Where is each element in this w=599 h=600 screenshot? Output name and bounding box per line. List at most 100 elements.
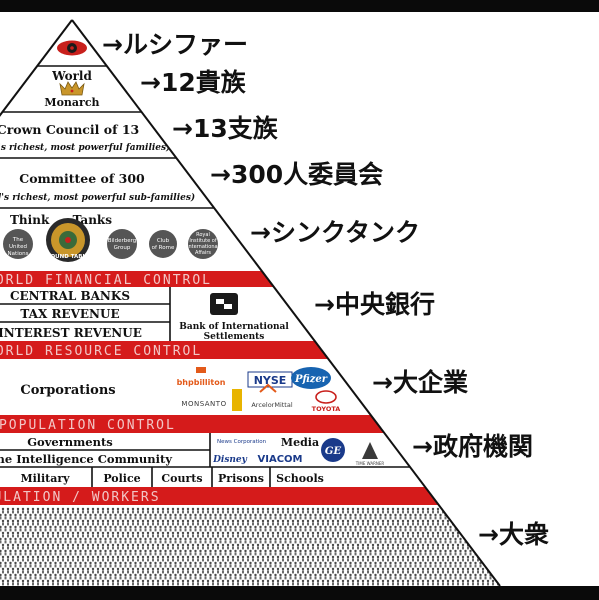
crowd-figure-body bbox=[27, 546, 29, 550]
crowd-figure-head bbox=[64, 537, 67, 541]
crowd-figure-head bbox=[246, 519, 250, 523]
crowd-figure-head bbox=[129, 525, 132, 529]
crowd-figure-head bbox=[34, 549, 37, 553]
crowd-figure-head bbox=[424, 561, 427, 565]
crowd-figure-head bbox=[384, 561, 387, 565]
crowd-figure-body bbox=[152, 570, 154, 574]
crowd-figure-body bbox=[54, 552, 57, 556]
crowd-figure-body bbox=[264, 528, 267, 532]
crowd-figure-body bbox=[334, 540, 337, 544]
crowd-figure-body bbox=[42, 522, 44, 526]
crowd-figure-body bbox=[377, 534, 379, 538]
crowd-figure-body bbox=[364, 516, 367, 520]
crowd-figure-body bbox=[242, 582, 244, 586]
crowd-figure-head bbox=[399, 573, 402, 577]
crowd-figure-head bbox=[16, 567, 20, 571]
crowd-figure-body bbox=[257, 534, 259, 538]
crowd-figure-body bbox=[54, 564, 57, 568]
crowd-figure-head bbox=[359, 573, 362, 577]
crowd-figure-head bbox=[326, 567, 330, 571]
crowd-figure-head bbox=[39, 513, 42, 517]
crowd-figure-head bbox=[384, 549, 387, 553]
crowd-figure-head bbox=[289, 513, 292, 517]
crowd-figure-head bbox=[339, 513, 342, 517]
crowd-figure-head bbox=[331, 531, 335, 535]
crowd-figure-body bbox=[377, 510, 379, 514]
crowd-figure-head bbox=[404, 525, 407, 529]
crowd-figure-body bbox=[337, 510, 339, 514]
crowd-figure-body bbox=[124, 552, 127, 556]
crowd-figure-head bbox=[224, 561, 227, 565]
crowd-figure-head bbox=[104, 537, 107, 541]
crowd-figure-head bbox=[404, 561, 407, 565]
crowd-figure-head bbox=[146, 507, 150, 511]
crowd-figure-body bbox=[159, 576, 162, 580]
crowd-figure-body bbox=[349, 540, 352, 544]
crowd-figure-head bbox=[79, 561, 82, 565]
crowd-figure-head bbox=[429, 549, 432, 553]
crowd-figure-body bbox=[367, 534, 369, 538]
crowd-figure-head bbox=[326, 543, 330, 547]
crowd-figure-body bbox=[312, 546, 314, 550]
crowd-figure-head bbox=[109, 549, 112, 553]
crowd-figure-body bbox=[147, 522, 149, 526]
crowd-figure-head bbox=[51, 543, 55, 547]
crowd-figure-body bbox=[144, 516, 147, 520]
crowd-figure-head bbox=[114, 537, 117, 541]
crowd-figure-head bbox=[331, 579, 335, 583]
crowd-figure-body bbox=[464, 576, 467, 580]
crowd-figure-body bbox=[449, 528, 452, 532]
crowd-figure-body bbox=[222, 510, 224, 514]
crowd-figure-head bbox=[239, 513, 242, 517]
crowd-figure-head bbox=[326, 507, 330, 511]
crowd-figure-head bbox=[334, 549, 337, 553]
crowd-figure-head bbox=[406, 579, 410, 583]
crowd-figure-body bbox=[27, 510, 29, 514]
crowd-figure-body bbox=[449, 576, 452, 580]
crowd-figure-body bbox=[29, 552, 32, 556]
crowd-figure-head bbox=[89, 513, 92, 517]
crowd-figure-body bbox=[47, 510, 49, 514]
crowd-figure-head bbox=[39, 549, 42, 553]
crowd-figure-head bbox=[449, 549, 452, 553]
crowd-figure-head bbox=[424, 525, 427, 529]
crowd-figure-head bbox=[19, 573, 22, 577]
crowd-figure-head bbox=[271, 531, 275, 535]
crowd-figure-body bbox=[422, 534, 424, 538]
crowd-figure-body bbox=[114, 516, 117, 520]
crowd-figure-head bbox=[446, 531, 450, 535]
crowd-figure-head bbox=[121, 579, 125, 583]
crowd-figure-body bbox=[199, 528, 202, 532]
crowd-figure-body bbox=[87, 522, 89, 526]
crowd-figure-body bbox=[239, 516, 242, 520]
crowd-figure-head bbox=[426, 567, 430, 571]
crowd-figure-body bbox=[64, 576, 67, 580]
crowd-figure-head bbox=[386, 507, 390, 511]
crowd-figure-body bbox=[359, 516, 362, 520]
crowd-figure-body bbox=[77, 510, 79, 514]
crowd-figure-head bbox=[321, 531, 325, 535]
crowd-figure-body bbox=[217, 558, 219, 562]
crowd-figure-head bbox=[14, 525, 17, 529]
crowd-figure-body bbox=[2, 558, 4, 562]
crowd-figure-head bbox=[186, 531, 190, 535]
crowd-figure-head bbox=[216, 507, 220, 511]
crowd-figure-head bbox=[6, 531, 10, 535]
crowd-figure-head bbox=[256, 579, 260, 583]
crowd-figure-body bbox=[327, 546, 329, 550]
crowd-figure-head bbox=[231, 567, 235, 571]
crowd-figure-head bbox=[81, 567, 85, 571]
crowd-figure-body bbox=[169, 516, 172, 520]
crowd-figure-head bbox=[181, 567, 185, 571]
crowd-figure-head bbox=[484, 513, 487, 517]
crowd-figure-head bbox=[99, 561, 102, 565]
crowd-figure-head bbox=[251, 567, 255, 571]
crowd-figure-body bbox=[127, 522, 129, 526]
corporate-logos: bhpbilliton NYSE Pfizer MONSANTO Arcelor… bbox=[177, 367, 340, 413]
crowd-figure-body bbox=[209, 576, 212, 580]
crowd-figure-head bbox=[91, 519, 95, 523]
crowd-figure-body bbox=[67, 546, 69, 550]
crowd-figure-body bbox=[182, 534, 184, 538]
crowd-figure-body bbox=[344, 564, 347, 568]
crowd-figure-head bbox=[106, 579, 110, 583]
